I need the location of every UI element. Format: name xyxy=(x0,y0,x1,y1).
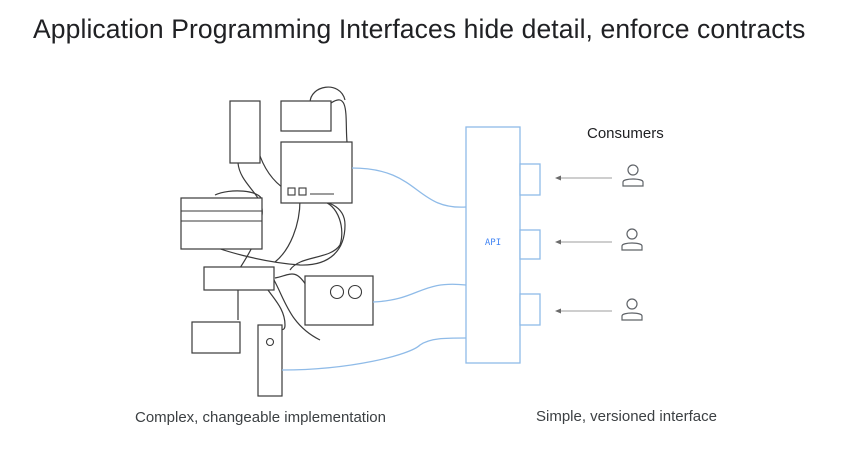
implementation-boxes xyxy=(180,100,374,397)
connector-line xyxy=(372,283,467,303)
connector-line xyxy=(281,337,467,371)
box-details xyxy=(181,187,363,347)
arrow-head xyxy=(555,308,561,314)
arrow-head xyxy=(555,239,561,245)
wire xyxy=(273,279,321,341)
component-box xyxy=(304,275,374,326)
component-box xyxy=(280,100,332,132)
consumers-label: Consumers xyxy=(587,125,664,142)
api-block xyxy=(465,126,521,364)
api-label: API xyxy=(485,238,501,248)
api-port xyxy=(519,293,541,326)
api-ports xyxy=(519,163,541,326)
api-port xyxy=(519,163,541,196)
consumer-arrows xyxy=(555,175,612,314)
api-port xyxy=(519,229,541,260)
indicator-circle xyxy=(265,337,275,347)
wire xyxy=(267,289,286,331)
wire xyxy=(274,199,301,263)
port-square xyxy=(298,187,307,196)
user-icon xyxy=(622,164,644,187)
user-icon xyxy=(621,228,643,251)
port-square xyxy=(287,187,296,196)
user-icon xyxy=(621,298,643,321)
component-box xyxy=(257,324,283,397)
component-box xyxy=(191,321,241,354)
knob-circle xyxy=(347,284,363,300)
wire xyxy=(204,199,346,266)
slide-title: Application Programming Interfaces hide … xyxy=(33,14,806,44)
implementation-caption: Complex, changeable implementation xyxy=(135,409,386,426)
component-box xyxy=(180,197,263,250)
interface-caption: Simple, versioned interface xyxy=(536,408,717,425)
knob-circle xyxy=(329,284,345,300)
arrow-head xyxy=(555,175,561,181)
component-box xyxy=(280,141,353,204)
connector-line xyxy=(351,167,467,208)
api-connectors xyxy=(281,167,467,371)
wire xyxy=(274,273,307,286)
component-box xyxy=(229,100,261,164)
consumer-icons xyxy=(621,164,644,321)
wire xyxy=(309,86,346,104)
component-box xyxy=(203,266,275,291)
wire xyxy=(330,99,348,143)
